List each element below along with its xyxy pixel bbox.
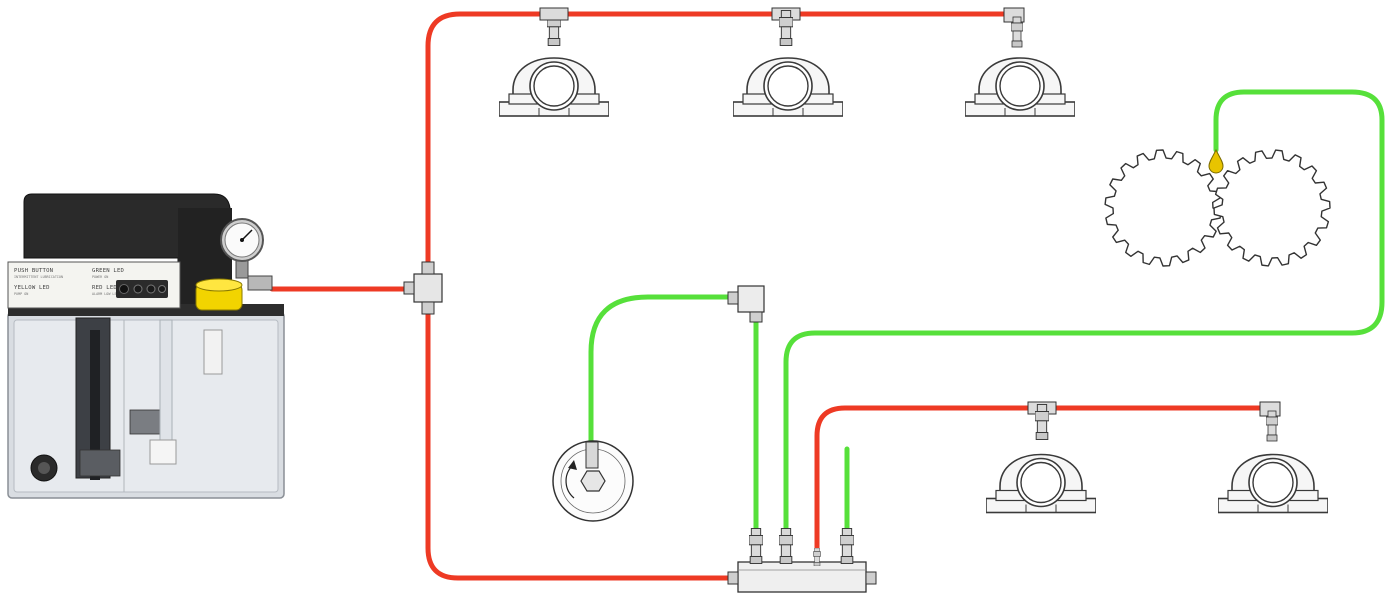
panel-sub-red-led: ALARM LOW LEVEL [92, 292, 123, 296]
arrow-head-icon [568, 460, 577, 470]
gear-pair [1104, 149, 1331, 267]
led-yellow-icon [146, 284, 156, 294]
oil-lines [269, 11, 1269, 581]
grease-lines [588, 89, 1385, 531]
panel-label-green-led: GREEN LED [92, 268, 125, 274]
panel-label-push-button: PUSH BUTTON [14, 268, 53, 274]
distributor-block-icon [727, 528, 877, 593]
led-red-icon [158, 285, 166, 293]
rotation-arrow-icon [565, 465, 575, 499]
push-button [119, 284, 129, 294]
pillow-block-bearing-icon [986, 401, 1096, 514]
grease-line-to-gears [783, 89, 1385, 531]
panel-sub-green-led: POWER ON [92, 275, 108, 279]
lubrication-pump-icon: PUSH BUTTON INTERMITTENT LUBRICATION GRE… [7, 193, 285, 499]
rotary-shaft [552, 440, 634, 522]
tee-fitting-icon [727, 285, 765, 323]
led-green-icon [133, 284, 143, 294]
pillow-block-bearing-icon [965, 7, 1075, 118]
oil-line-riser-upper [425, 11, 1013, 265]
panel-label-red-led: RED LED [92, 285, 117, 291]
gear-icon [1104, 149, 1222, 267]
grease-line-to-rotary [588, 294, 739, 447]
pressure-gauge-icon [220, 218, 273, 291]
pillow-block-bearing-icon [1218, 401, 1328, 514]
panel-sub-yellow-led: PUMP ON [14, 292, 28, 296]
gear-icon [1213, 149, 1331, 267]
oil-line-distributor-to-lower-bearings [814, 405, 1269, 551]
panel-sub-push-button: INTERMITTENT LUBRICATION [14, 275, 63, 279]
pillow-block-bearing-icon [499, 7, 609, 118]
oil-line-riser-lower [425, 309, 739, 581]
panel-label-yellow-led: YELLOW LED [14, 285, 50, 291]
tee-fitting-icon [403, 261, 443, 315]
oil-drop-icon [1208, 148, 1224, 174]
pillow-block-bearing-icon [733, 7, 843, 118]
